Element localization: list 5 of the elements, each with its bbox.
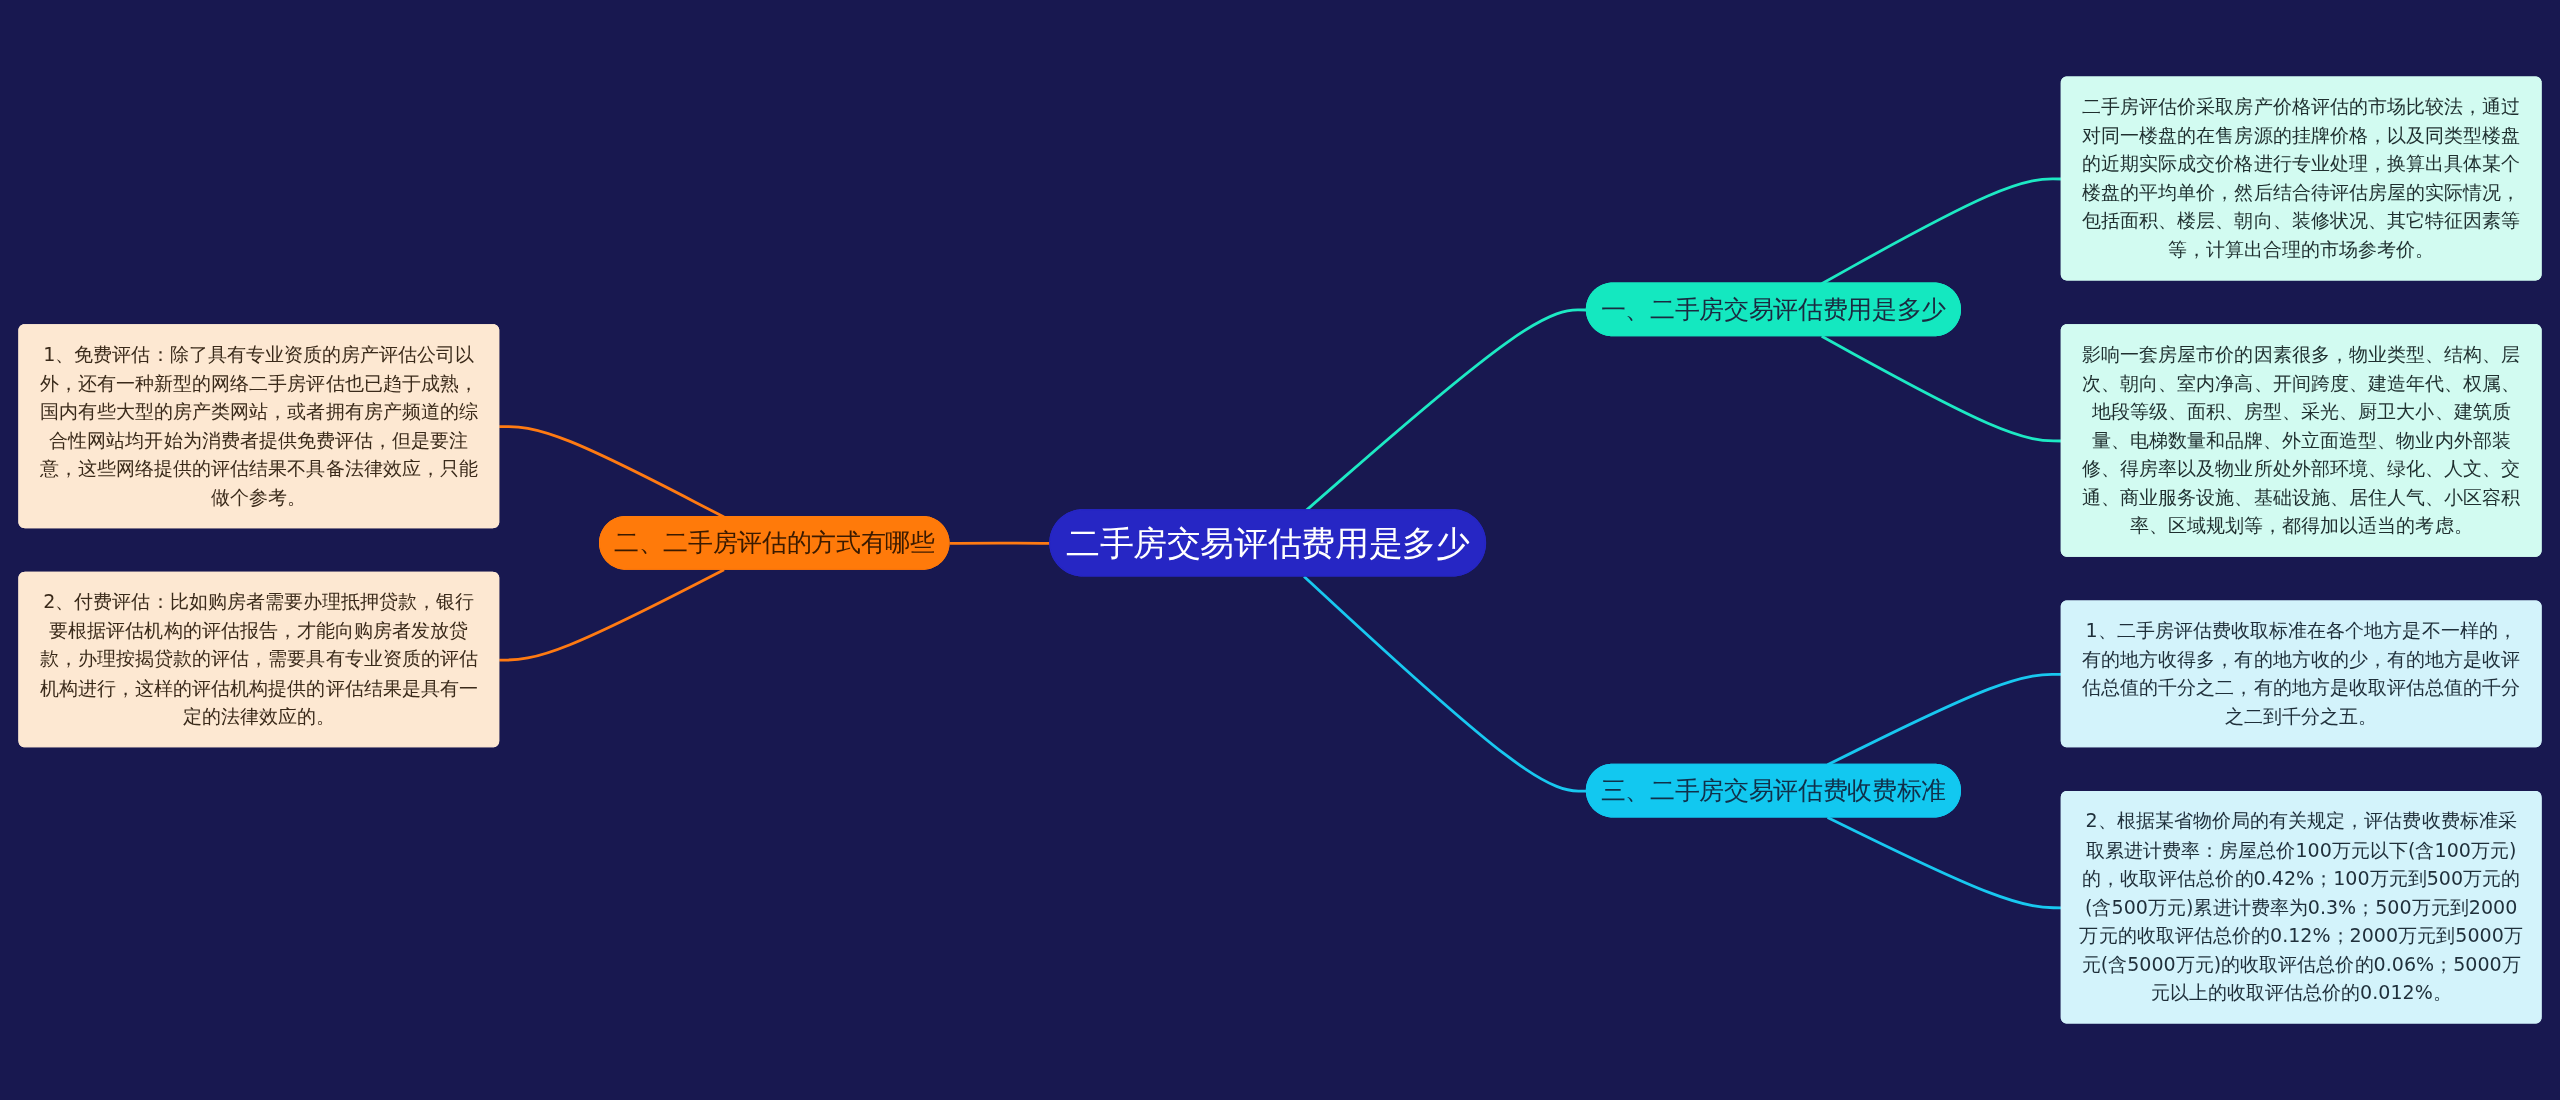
connector [499,568,725,662]
connector [1826,816,2062,910]
connector [1303,575,1587,793]
connector [1821,335,2062,443]
connector [1821,177,2062,285]
